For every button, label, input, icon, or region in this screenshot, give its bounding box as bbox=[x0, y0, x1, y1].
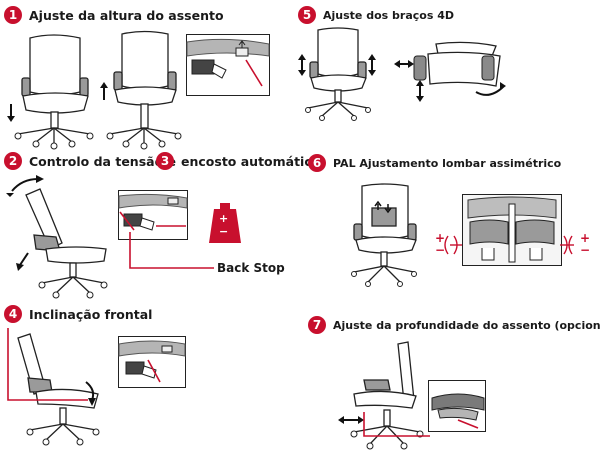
lumbar-right-plus: + bbox=[580, 231, 591, 245]
chair-forward-tilt-illustration bbox=[7, 328, 100, 446]
armrest-detail-illustration bbox=[394, 41, 506, 102]
chair-seat-depth-illustration bbox=[338, 341, 430, 450]
step-6-title: PAL Ajustamento lombar assimétrico bbox=[333, 156, 562, 170]
tension-weight-icon bbox=[209, 203, 241, 243]
step-5-number: 5 bbox=[298, 6, 316, 24]
tilt-lever-detail-illustration bbox=[118, 336, 186, 388]
step-3-header: 3 encosto automático bbox=[156, 152, 320, 170]
lumbar-left-plus: + bbox=[435, 231, 446, 245]
step-6-header: 6 PAL Ajustamento lombar assimétrico bbox=[308, 154, 561, 172]
height-lever-detail-illustration bbox=[186, 34, 270, 96]
step-2-title: Controlo da tensão e bbox=[29, 153, 176, 169]
tension-knob-detail-illustration bbox=[118, 190, 188, 240]
step-5-title: Ajuste dos braços 4D bbox=[323, 8, 454, 22]
weight-minus-label: − bbox=[219, 225, 229, 238]
step-4-title: Inclinação frontal bbox=[29, 306, 153, 322]
back-stop-pointer-line bbox=[129, 232, 214, 269]
chair-arm-adjust-illustration bbox=[298, 27, 376, 121]
step-7-number: 7 bbox=[308, 316, 326, 334]
step-2-header: 2 Controlo da tensão e bbox=[4, 152, 176, 170]
step-1-title: Ajuste da altura do assento bbox=[29, 7, 224, 23]
chair-seat-lowered-illustration bbox=[7, 34, 94, 150]
step-1-number: 1 bbox=[4, 6, 22, 24]
step-3-number: 3 bbox=[156, 152, 174, 170]
step-7-title: Ajuste da profundidade do assento (opcio… bbox=[333, 318, 600, 332]
chair-seat-raised-illustration bbox=[100, 30, 182, 150]
step-2-number: 2 bbox=[4, 152, 22, 170]
lumbar-pad-detail-illustration bbox=[462, 194, 562, 266]
lumbar-right-minus: − bbox=[580, 243, 591, 257]
step-4-number: 4 bbox=[4, 305, 22, 323]
back-stop-label: Back Stop bbox=[217, 261, 285, 275]
step-3-title: encosto automático bbox=[181, 153, 321, 169]
step-1-header: 1 Ajuste da altura do assento bbox=[4, 6, 224, 24]
step-7-header: 7 Ajuste da profundidade do assento (opc… bbox=[308, 316, 600, 334]
step-6-number: 6 bbox=[308, 154, 326, 172]
chair-lumbar-illustration bbox=[351, 183, 417, 287]
lumbar-left-minus: − bbox=[435, 243, 446, 257]
lumbar-left-arrow bbox=[444, 235, 462, 255]
lumbar-right-arrow bbox=[560, 235, 574, 255]
seat-depth-lever-detail-illustration bbox=[428, 380, 486, 432]
step-5-header: 5 Ajuste dos braços 4D bbox=[298, 6, 454, 24]
chair-recline-illustration bbox=[6, 175, 108, 299]
weight-plus-label: + bbox=[219, 212, 229, 225]
step-4-header: 4 Inclinação frontal bbox=[4, 305, 152, 323]
